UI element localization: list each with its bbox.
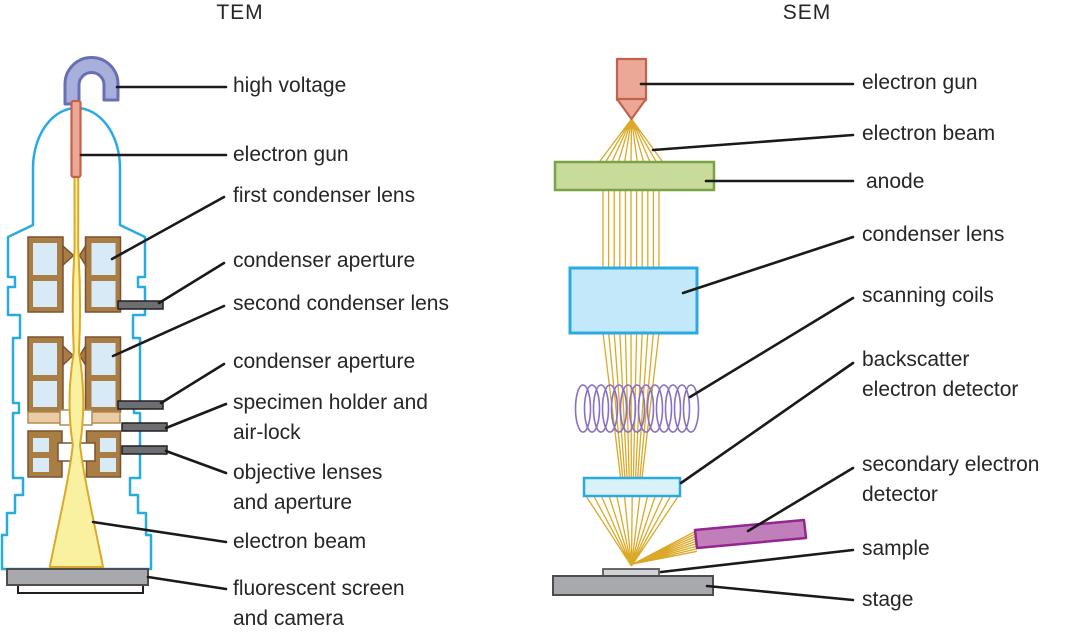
label-sem-condenser-lens: condenser lens bbox=[862, 223, 1005, 246]
sem-backscatter-detector bbox=[582, 476, 682, 498]
sem-leader-lines bbox=[639, 82, 855, 602]
label-tem-objective-lenses: objective lenses and aperture bbox=[233, 461, 383, 514]
sem-electron-gun bbox=[615, 57, 648, 121]
sem-sample bbox=[602, 568, 660, 577]
tem-electron-gun-rod bbox=[70, 99, 82, 179]
sem-machine bbox=[552, 57, 808, 596]
label-tem-fluorescent-screen: fluorescent screen and camera bbox=[233, 577, 405, 630]
label-tem-second-condenser-lens: second condenser lens bbox=[233, 292, 449, 315]
label-tem-specimen-holder: specimen holder and air-lock bbox=[233, 391, 428, 444]
sem-stage bbox=[552, 575, 714, 596]
label-tem-electron-gun: electron gun bbox=[233, 143, 349, 166]
label-sem-scanning-coils: scanning coils bbox=[862, 284, 994, 307]
tem-leader-lines bbox=[79, 85, 228, 591]
tem-leader-electron-beam bbox=[91, 520, 228, 544]
sem-secondary-detector bbox=[693, 518, 808, 550]
sem-leader-backscatter bbox=[679, 361, 855, 485]
label-tem-first-condenser-lens: first condenser lens bbox=[233, 184, 416, 207]
tem-fluorescent-screen bbox=[6, 568, 149, 586]
label-sem-stage: stage bbox=[862, 588, 914, 611]
label-tem-high-voltage: high voltage bbox=[233, 74, 347, 97]
tem-leader-specimen-holder bbox=[164, 402, 228, 430]
sem-leader-secondary bbox=[746, 466, 855, 533]
tem-first-condenser-lens bbox=[27, 236, 122, 313]
tem-leader-second-condenser bbox=[111, 304, 226, 358]
tem-leader-condenser-aperture-1 bbox=[157, 261, 226, 305]
sem-leader-sample bbox=[659, 548, 855, 574]
tem-specimen-holder-rod bbox=[121, 422, 168, 432]
sem-leader-condenser-lens bbox=[681, 235, 855, 295]
label-sem-anode: anode bbox=[866, 170, 925, 193]
label-tem-electron-beam: electron beam bbox=[233, 530, 367, 553]
tem-leader-objective bbox=[164, 449, 228, 475]
label-sem-electron-beam: electron beam bbox=[862, 122, 996, 145]
tem-second-condenser-lens bbox=[27, 336, 122, 413]
sem-leader-stage bbox=[705, 584, 855, 602]
label-tem-condenser-aperture-1: condenser aperture bbox=[233, 249, 416, 272]
sem-leader-electron-beam bbox=[651, 133, 855, 152]
label-sem-sample: sample bbox=[862, 537, 930, 560]
sem-scanning-coils bbox=[574, 384, 700, 433]
label-sem-electron-gun: electron gun bbox=[862, 71, 978, 94]
sem-title: SEM bbox=[782, 1, 832, 24]
tem-objective-lenses bbox=[27, 430, 122, 478]
tem-objective-aperture-rod bbox=[121, 445, 168, 455]
tem-leader-first-condenser bbox=[110, 195, 226, 261]
label-sem-secondary-detector: secondary electron detector bbox=[862, 453, 1040, 506]
sem-anode bbox=[553, 160, 716, 192]
tem-condenser-aperture-rod-2 bbox=[117, 400, 164, 410]
tem-leader-fluorescent-screen bbox=[146, 575, 228, 591]
tem-title: TEM bbox=[216, 1, 264, 24]
tem-machine bbox=[0, 56, 168, 594]
label-sem-backscatter-detector: backscatter electron detector bbox=[862, 348, 1019, 401]
tem-high-voltage-hook bbox=[63, 56, 120, 106]
sem-leader-scanning-coils bbox=[688, 296, 855, 399]
label-tem-condenser-aperture-2: condenser aperture bbox=[233, 350, 416, 373]
tem-condenser-aperture-rod-1 bbox=[117, 300, 164, 310]
tem-leader-condenser-aperture-2 bbox=[159, 362, 226, 405]
tem-electron-beam bbox=[48, 176, 104, 568]
sem-condenser-lens bbox=[568, 266, 699, 335]
